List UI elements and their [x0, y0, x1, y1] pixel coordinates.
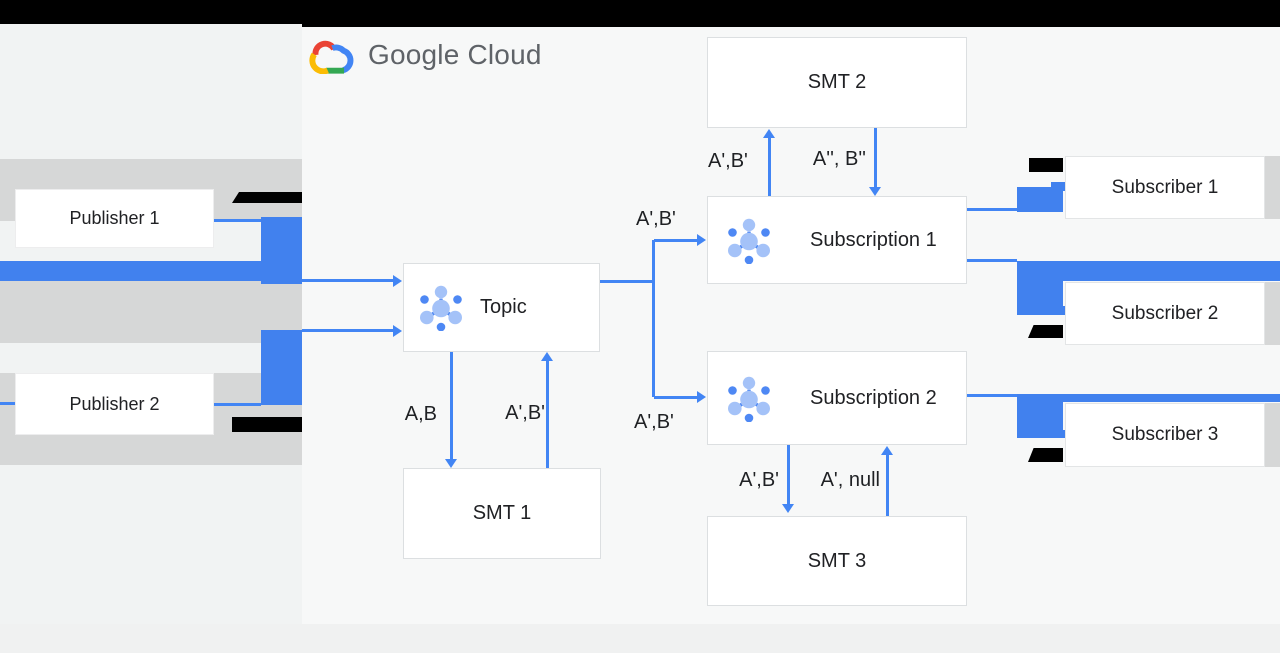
publisher1-out-line [214, 219, 261, 222]
arrow-into-sub2 [654, 396, 698, 399]
publisher-2-box: Publisher 2 [15, 373, 214, 435]
arrow-smt1-topic [546, 361, 549, 468]
arrow-publisher1-topic [302, 279, 394, 282]
label-smt3-sub2: A', null [820, 469, 880, 491]
arrowhead-publisher2-topic [393, 325, 402, 337]
smt-2-label: SMT 2 [807, 71, 867, 93]
sub1-subscriber2-line [967, 259, 1017, 262]
topic-label: Topic [480, 296, 527, 318]
right-strip-1 [1265, 156, 1280, 219]
publisher2-in-line [0, 402, 15, 405]
arrow-publisher2-topic [302, 329, 394, 332]
sub1-subscriber1-pointer [1051, 182, 1066, 191]
arrowhead-smt3-sub2 [881, 446, 893, 455]
arrowhead-sub1-smt2 [763, 129, 775, 138]
smt-1-box: SMT 1 [403, 468, 601, 559]
connector-vertical [652, 240, 655, 397]
google-cloud-wordmark: Google Cloud [368, 39, 542, 70]
pubsub-topic-icon [420, 285, 462, 331]
subscriber-2-box: Subscriber 2 [1065, 282, 1265, 345]
redaction-bar-publisher2 [232, 417, 302, 432]
redaction-bar-subscriber3 [1028, 448, 1063, 462]
sub1-subscriber1-block [1017, 187, 1063, 212]
arrowhead-into-sub1 [697, 234, 706, 246]
right-strip-2 [1265, 282, 1280, 345]
blue-block-publisher2 [261, 330, 302, 405]
subscription-2-box: Subscription 2 [707, 351, 967, 445]
blue-band-left [0, 261, 302, 281]
publisher-1-label: Publisher 1 [69, 208, 160, 228]
label-topic-sub1: A',B' [636, 208, 676, 230]
arrowhead-sub2-smt3 [782, 504, 794, 513]
subscriber-3-label: Subscriber 3 [1111, 424, 1219, 445]
redaction-bar-subscriber2 [1028, 325, 1063, 338]
blue-band-right [1017, 261, 1280, 281]
redaction-bar-subscriber1 [1029, 158, 1063, 172]
connector-topic-out [600, 280, 654, 283]
smt-3-label: SMT 3 [807, 549, 867, 572]
label-sub1-smt2: A',B' [708, 150, 748, 172]
subscription-2-label: Subscription 2 [810, 386, 937, 409]
top-bar-left [0, 0, 302, 24]
subscriber-1-label: Subscriber 1 [1111, 176, 1219, 198]
publisher-2-label: Publisher 2 [69, 393, 160, 414]
subscriber-1-box: Subscriber 1 [1065, 156, 1265, 219]
subscriber-2-label: Subscriber 2 [1111, 302, 1219, 324]
arrow-into-sub1 [654, 239, 698, 242]
publisher2-out-line [214, 403, 261, 406]
google-cloud-logo: Google Cloud [308, 36, 542, 74]
subscription-1-box: Subscription 1 [707, 196, 967, 284]
label-topic-sub2: A',B' [634, 411, 674, 433]
label-smt1-topic: A',B' [505, 402, 545, 424]
sub1-subscriber1-line [967, 208, 1017, 211]
pubsub-subscription-icon [728, 218, 770, 264]
smt-3-box: SMT 3 [707, 516, 967, 606]
arrowhead-publisher1-topic [393, 275, 402, 287]
topic-box: Topic [403, 263, 600, 352]
publisher-1-box: Publisher 1 [15, 189, 214, 248]
label-topic-smt1: A,B [404, 403, 437, 425]
smt-1-label: SMT 1 [472, 502, 532, 524]
subscriber-3-box: Subscriber 3 [1065, 403, 1265, 467]
arrowhead-topic-smt1 [445, 459, 457, 468]
arrow-smt3-sub2 [886, 455, 889, 516]
sub1-subscriber2-pointer [1052, 306, 1066, 315]
sub2-subscriber3-pointer [1052, 430, 1066, 438]
blue-band-right-2 [1017, 394, 1280, 402]
arrow-smt2-sub1 [874, 128, 877, 188]
label-smt2-sub1: A'', B'' [812, 148, 866, 170]
pubsub-subscription-icon [728, 376, 770, 422]
arrow-sub2-smt3 [787, 445, 790, 505]
google-cloud-icon [309, 40, 354, 74]
arrowhead-smt2-sub1 [869, 187, 881, 196]
arrow-sub1-smt2 [768, 138, 771, 196]
label-sub2-smt3: A',B' [739, 469, 779, 491]
sub2-subscriber3-line [967, 394, 1017, 397]
blue-block-publisher1 [261, 217, 302, 284]
arrowhead-into-sub2 [697, 391, 706, 403]
subscription-1-label: Subscription 1 [810, 228, 937, 251]
arrow-topic-smt1 [450, 352, 453, 460]
redaction-bar-publisher1 [232, 192, 302, 203]
bottom-strip [0, 624, 1280, 653]
arrowhead-smt1-topic [541, 352, 553, 361]
smt-2-box: SMT 2 [707, 37, 967, 128]
gray-band-2 [0, 281, 302, 343]
top-bar-right [302, 0, 1280, 27]
right-strip-3 [1265, 403, 1280, 467]
